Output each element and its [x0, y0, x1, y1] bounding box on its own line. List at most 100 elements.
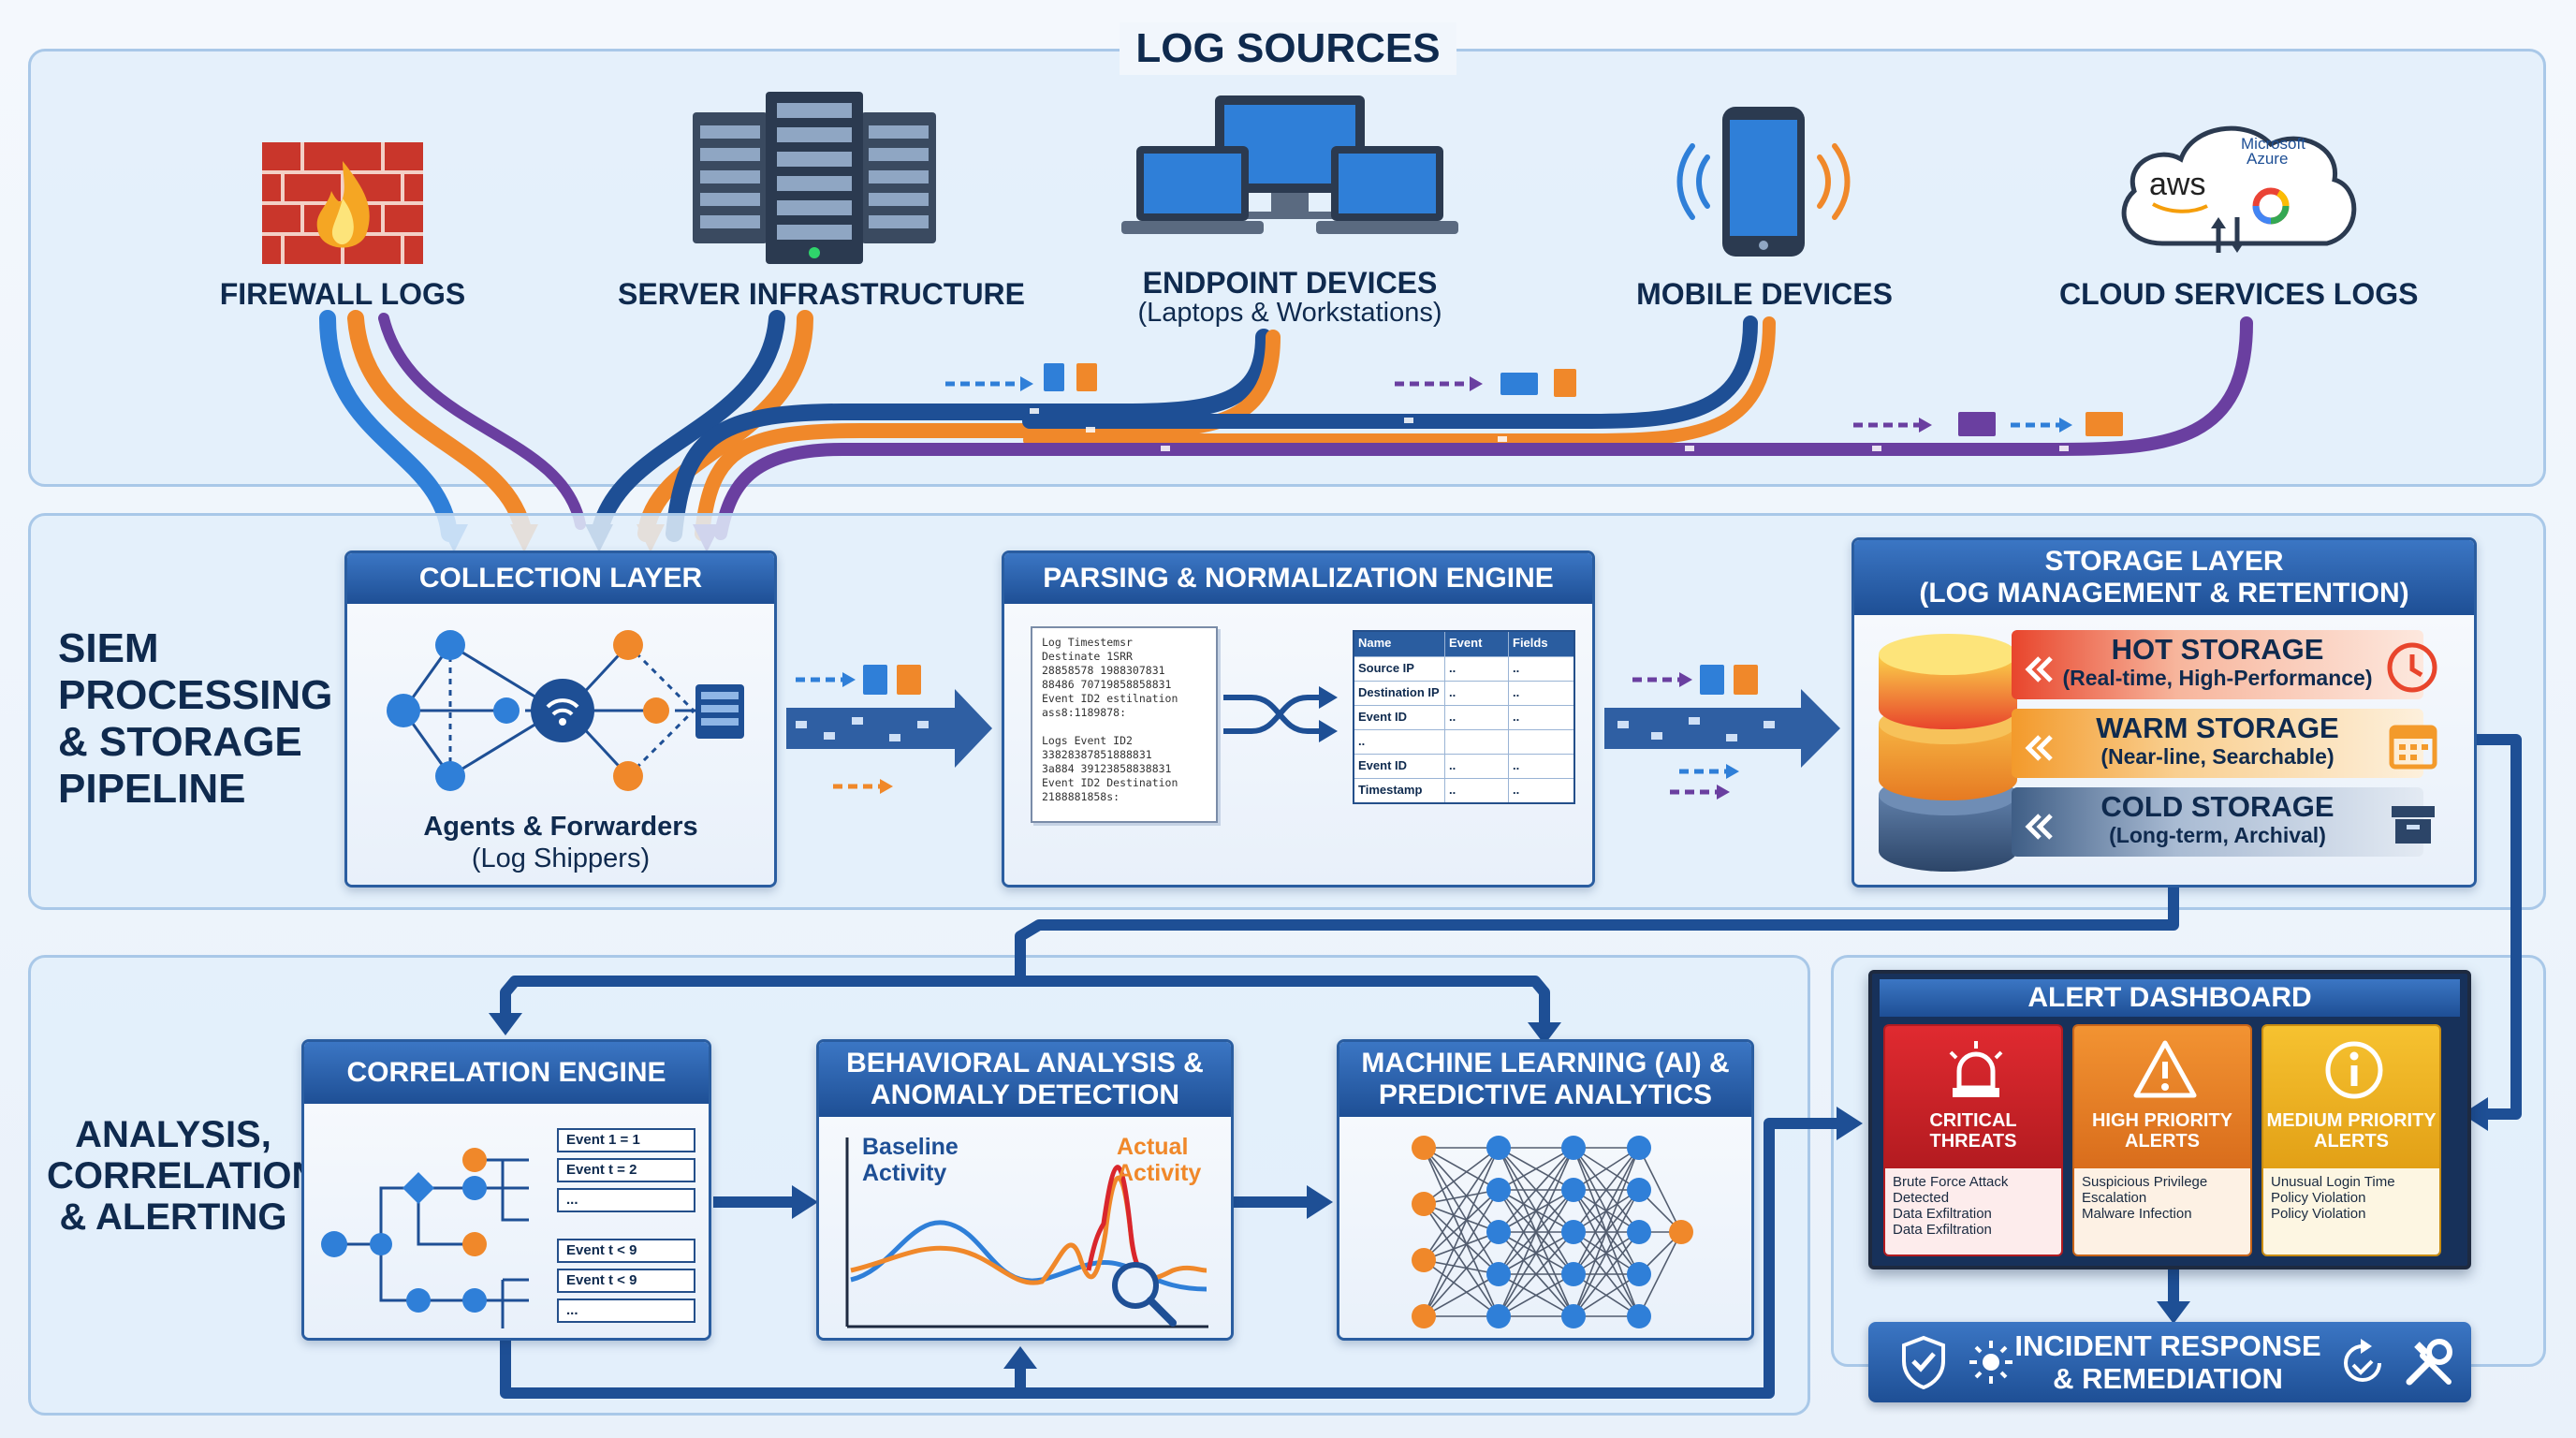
parsing-engine-title: PARSING & NORMALIZATION ENGINE	[1004, 553, 1592, 604]
server-icon	[693, 92, 936, 264]
event-item: ...	[557, 1299, 695, 1323]
collection-layer-box: COLLECTION LAYER	[344, 550, 777, 888]
ml-analytics-title: MACHINE LEARNING (AI) & PREDICTIVE ANALY…	[1339, 1042, 1751, 1117]
database-stack-icon	[1879, 634, 2017, 872]
azure-logo-line1: Microsoft	[2241, 135, 2305, 153]
nn-connection	[1573, 1147, 1640, 1317]
nn-node	[1561, 1220, 1586, 1244]
nn-connection	[1423, 1147, 1500, 1191]
nn-connection	[1423, 1147, 1500, 1261]
storage-layer-title: STORAGE LAYER (LOG MANAGEMENT & RETENTIO…	[1854, 540, 2474, 615]
source-label-cloud: CLOUD SERVICES LOGS	[2059, 277, 2419, 311]
nn-connection	[1423, 1147, 1500, 1233]
mobile-phone-icon	[1676, 107, 1851, 257]
nn-node	[1561, 1178, 1586, 1202]
event-item: Event t = 2	[557, 1158, 695, 1182]
chevrons-icon	[2025, 656, 2053, 840]
nn-connection	[1423, 1231, 1500, 1317]
event-item: Event 1 = 1	[557, 1128, 695, 1152]
nn-connection	[1423, 1231, 1500, 1261]
agent-network-icon	[387, 630, 744, 791]
correlation-engine-title: CORRELATION ENGINE	[304, 1042, 709, 1104]
shuffle-icon	[1223, 686, 1338, 742]
nn-node	[1627, 1304, 1651, 1328]
source-sub-endpoint: (Laptops & Workstations)	[1137, 298, 1442, 328]
collection-caption: Agents & Forwarders	[423, 812, 698, 842]
nn-connection	[1423, 1259, 1500, 1317]
archive-icon	[2392, 806, 2435, 844]
nn-node	[1412, 1192, 1436, 1216]
parsing-engine-box: PARSING & NORMALIZATION ENGINE Log Times…	[1002, 550, 1595, 888]
nn-connection	[1498, 1147, 1574, 1275]
nn-connection	[1423, 1189, 1500, 1205]
event-item: Event t < 9	[557, 1269, 695, 1293]
incident-response-bar: INCIDENT RESPONSE & REMEDIATION	[1868, 1322, 2471, 1402]
firewall-icon	[262, 142, 423, 264]
refresh-hand-icon	[2344, 1339, 2381, 1382]
nn-node	[1486, 1136, 1511, 1160]
anomaly-chart-icon	[845, 1137, 1208, 1328]
gear-burst-icon	[1969, 1341, 2012, 1384]
nn-connection	[1423, 1189, 1500, 1261]
nn-connection	[1423, 1147, 1500, 1275]
nn-node	[1669, 1220, 1693, 1244]
nn-connection	[1498, 1147, 1574, 1191]
hot-storage-tier: HOT STORAGE (Real-time, High-Performance…	[2012, 630, 2423, 699]
nn-connection	[1423, 1259, 1500, 1275]
behavioral-analysis-box: BEHAVIORAL ANALYSIS & ANOMALY DETECTION …	[816, 1039, 1234, 1341]
laptops-icon	[1121, 95, 1458, 234]
nn-node	[1561, 1262, 1586, 1286]
nn-connection	[1423, 1147, 1500, 1205]
nn-connection	[1423, 1147, 1500, 1317]
actual-label: Actual Activity	[1117, 1134, 1202, 1186]
aws-smile-icon	[2152, 202, 2208, 213]
nn-connection	[1423, 1203, 1500, 1317]
event-item: ...	[557, 1188, 695, 1212]
source-streams	[319, 310, 2253, 552]
nn-node	[1627, 1178, 1651, 1202]
nn-connection	[1573, 1147, 1640, 1233]
correlation-flow-icon	[321, 1148, 529, 1328]
cold-storage-tier: COLD STORAGE (Long-term, Archival)	[2012, 787, 2423, 857]
correlation-engine-box: CORRELATION ENGINE	[301, 1039, 711, 1341]
event-list: Event 1 = 1 Event t = 2 ... Event t < 9 …	[557, 1104, 707, 1338]
warm-storage-tier: WARM STORAGE (Near-line, Searchable)	[2012, 709, 2423, 778]
analysis-title: ANALYSIS, CORRELATION & ALERTING	[47, 1114, 319, 1238]
collection-to-parsing-arrow	[786, 665, 992, 794]
nn-node	[1412, 1136, 1436, 1160]
nn-connection	[1573, 1147, 1640, 1275]
nn-node	[1412, 1248, 1436, 1272]
alert-dashboard-title: ALERT DASHBOARD	[1880, 979, 2460, 1017]
raw-log-document: Log Timestemsr Destinate 1SRR 28858578 1…	[1031, 626, 1218, 823]
shield-check-icon	[1902, 1335, 1945, 1389]
siren-icon	[1949, 1041, 2003, 1097]
nn-connection	[1638, 1231, 1682, 1317]
log-sources-title: LOG SOURCES	[1120, 22, 1456, 75]
nn-connection	[1423, 1189, 1500, 1317]
nn-connection	[1573, 1189, 1640, 1317]
nn-node	[1627, 1136, 1651, 1160]
pipeline-title: SIEM PROCESSING & STORAGE PIPELINE	[58, 625, 333, 812]
nn-connection	[1423, 1203, 1500, 1233]
parsing-to-storage-arrow	[1604, 665, 1840, 800]
ml-analytics-box: MACHINE LEARNING (AI) & PREDICTIVE ANALY…	[1337, 1039, 1754, 1341]
source-label-firewall: FIREWALL LOGS	[219, 277, 466, 311]
nn-node	[1627, 1220, 1651, 1244]
nn-connection	[1423, 1273, 1500, 1317]
warning-icon	[2133, 1040, 2197, 1098]
cloud-services-icon	[2121, 125, 2357, 253]
nn-connection	[1573, 1273, 1640, 1317]
nn-node	[1486, 1262, 1511, 1286]
nn-connection	[1638, 1147, 1682, 1233]
nn-connection	[1573, 1231, 1640, 1317]
nn-connection	[1498, 1147, 1574, 1233]
